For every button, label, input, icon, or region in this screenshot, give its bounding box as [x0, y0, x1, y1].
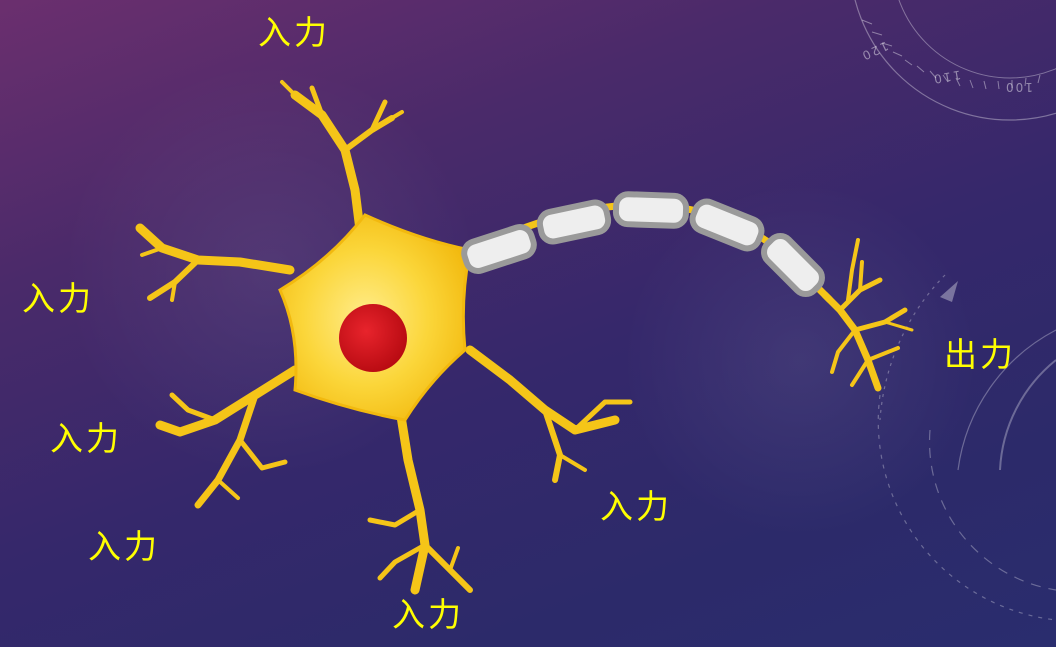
input-label-left-low: 入力 [88, 530, 160, 563]
nucleus [339, 304, 407, 372]
input-label-right: 入力 [600, 490, 672, 523]
input-label-left: 入力 [22, 282, 94, 315]
myelin-sheaths [461, 194, 827, 299]
input-label-bottom: 入力 [392, 598, 464, 631]
input-label-left-mid: 入力 [50, 422, 122, 455]
output-label: 出力 [944, 338, 1016, 371]
input-label-top: 入力 [258, 16, 330, 49]
axon-terminals [825, 240, 912, 388]
